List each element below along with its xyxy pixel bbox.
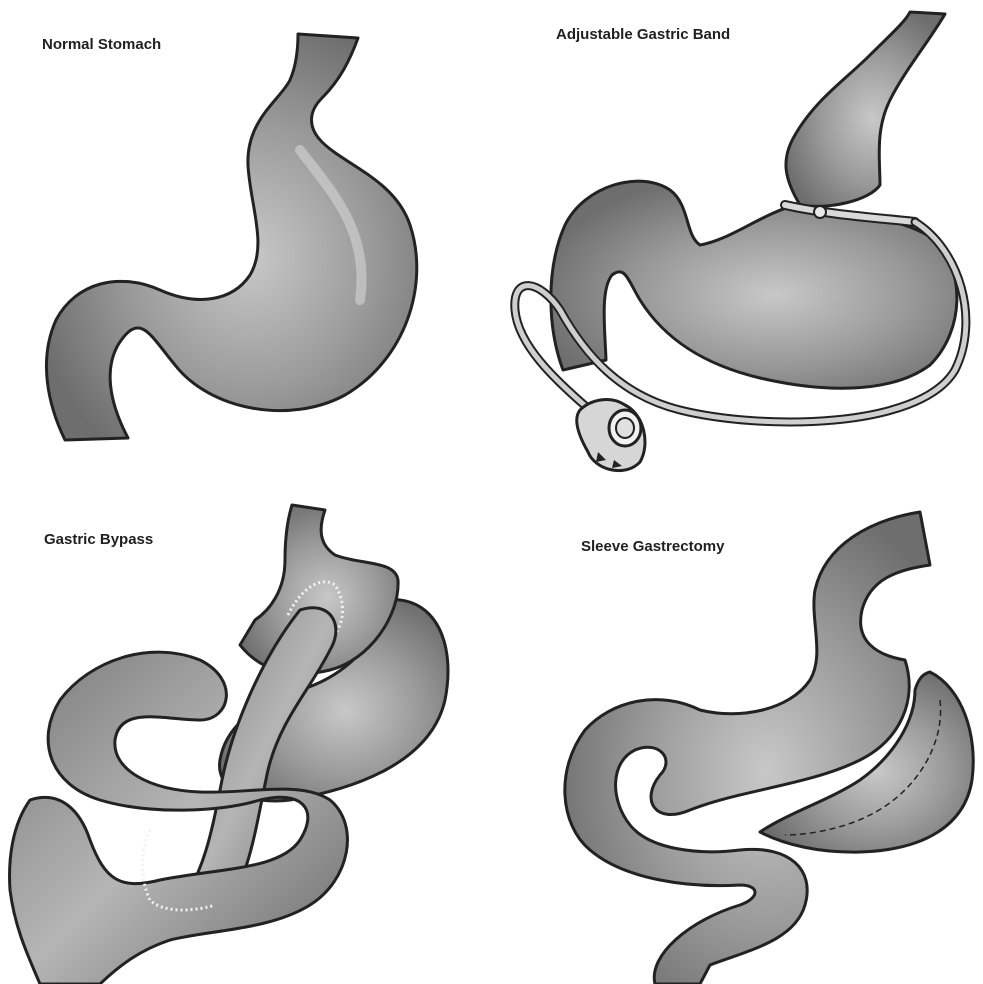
- sleeve-stomach-tube: [565, 512, 930, 984]
- band-esophagus-pouch: [786, 12, 945, 206]
- gastric-band-illustration: [515, 12, 966, 471]
- band-stomach-organ: [551, 181, 957, 388]
- band-buckle: [814, 206, 826, 218]
- gastric-bypass-illustration: [10, 505, 448, 984]
- band-port: [577, 400, 645, 471]
- normal-stomach-organ: [46, 34, 416, 440]
- normal-stomach-illustration: [46, 34, 416, 440]
- sleeve-gastrectomy-illustration: [565, 512, 973, 984]
